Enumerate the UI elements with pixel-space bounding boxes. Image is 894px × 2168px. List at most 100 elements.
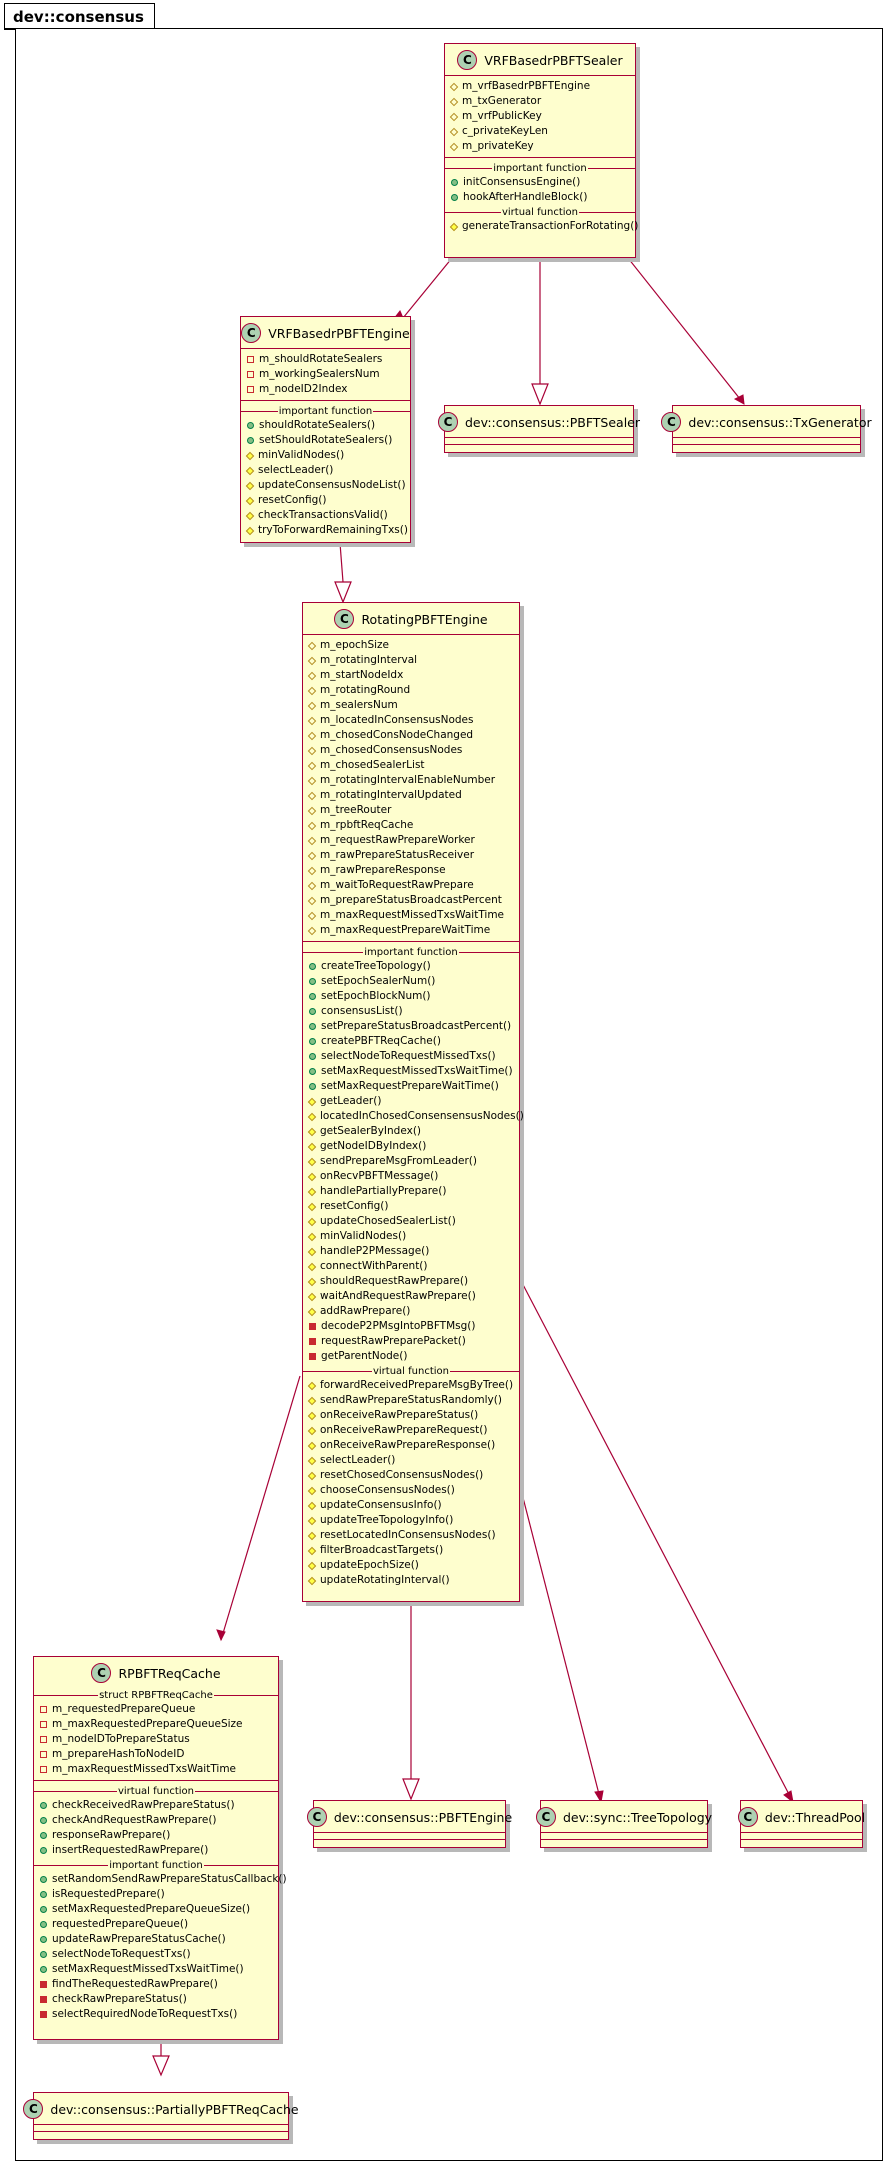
class-member: m_privateKey bbox=[449, 139, 631, 154]
protected-visibility-icon bbox=[307, 1441, 317, 1450]
member-text: m_sealersNum bbox=[320, 699, 398, 711]
class-member: requestedPrepareQueue() bbox=[40, 1917, 274, 1932]
private-visibility-icon bbox=[40, 1981, 47, 1988]
member-text: connectWithParent() bbox=[320, 1260, 428, 1272]
member-text: m_waitToRequestRawPrepare bbox=[320, 879, 474, 891]
public-visibility-icon bbox=[40, 1802, 47, 1809]
protected-visibility-icon bbox=[449, 222, 459, 231]
private-visibility-icon bbox=[309, 1353, 316, 1360]
public-visibility-icon bbox=[40, 1832, 47, 1839]
member-text: m_rawPrepareStatusReceiver bbox=[320, 849, 475, 861]
member-text: m_epochSize bbox=[320, 639, 390, 651]
class-name: dev::sync::TreeTopology bbox=[562, 1809, 713, 1825]
member-text: setShouldRotateSealers() bbox=[259, 434, 393, 446]
member-text: m_chosedConsNodeChanged bbox=[320, 729, 474, 741]
protected-visibility-icon bbox=[307, 1426, 317, 1435]
member-text: onRecvPBFTMessage() bbox=[320, 1170, 439, 1182]
class-member: minValidNodes() bbox=[245, 448, 406, 463]
protected-visibility-icon bbox=[307, 641, 317, 650]
section-separator: virtual function bbox=[303, 1365, 519, 1377]
member-text: m_rawPrepareResponse bbox=[320, 864, 446, 876]
private-visibility-icon bbox=[247, 371, 254, 378]
class-member: updateTreeTopologyInfo() bbox=[307, 1513, 515, 1528]
protected-visibility-icon bbox=[449, 142, 459, 151]
protected-visibility-icon bbox=[307, 1202, 317, 1211]
member-text: initConsensusEngine() bbox=[463, 176, 581, 188]
private-visibility-icon bbox=[40, 1766, 47, 1773]
member-text: selectNodeToRequestMissedTxs() bbox=[321, 1050, 496, 1062]
member-text: selectRequiredNodeToRequestTxs() bbox=[52, 2008, 238, 2020]
member-text: setMaxRequestMissedTxsWaitTime() bbox=[52, 1963, 244, 1975]
separator-label: important function bbox=[108, 1860, 204, 1871]
member-text: m_rotatingIntervalUpdated bbox=[320, 789, 462, 801]
protected-visibility-icon bbox=[307, 1112, 317, 1121]
class-member: m_chosedConsNodeChanged bbox=[307, 728, 515, 743]
class-member: m_chosedSealerList bbox=[307, 758, 515, 773]
class-member: locatedInChosedConsensensusNodes() bbox=[307, 1109, 524, 1124]
member-text: m_workingSealersNum bbox=[259, 368, 380, 380]
class-member: requestRawPreparePacket() bbox=[309, 1334, 515, 1349]
class-member: selectRequiredNodeToRequestTxs() bbox=[40, 2007, 274, 2022]
class-member: selectNodeToRequestTxs() bbox=[40, 1947, 274, 1962]
class-member: setMaxRequestMissedTxsWaitTime() bbox=[40, 1962, 274, 1977]
member-text: m_vrfBasedrPBFTEngine bbox=[462, 80, 591, 92]
section-separator: virtual function bbox=[445, 206, 635, 218]
class-member: waitAndRequestRawPrepare() bbox=[307, 1289, 515, 1304]
class-member: m_maxRequestMissedTxsWaitTime bbox=[307, 908, 515, 923]
member-text: getSealerByIndex() bbox=[320, 1125, 422, 1137]
member-text: m_rotatingRound bbox=[320, 684, 411, 696]
protected-visibility-icon bbox=[307, 776, 317, 785]
class-member: updateConsensusNodeList() bbox=[245, 478, 406, 493]
class-member: setPrepareStatusBroadcastPercent() bbox=[309, 1019, 515, 1034]
member-text: selectNodeToRequestTxs() bbox=[52, 1948, 191, 1960]
public-visibility-icon bbox=[309, 963, 316, 970]
private-visibility-icon bbox=[40, 1706, 47, 1713]
protected-visibility-icon bbox=[307, 1217, 317, 1226]
class-member: insertRequestedRawPrepare() bbox=[40, 1843, 274, 1858]
class-member: selectLeader() bbox=[307, 1453, 515, 1468]
member-text: m_privateKey bbox=[462, 140, 534, 152]
protected-visibility-icon bbox=[307, 1531, 317, 1540]
member-text: handlePartiallyPrepare() bbox=[320, 1185, 447, 1197]
protected-visibility-icon bbox=[307, 1172, 317, 1181]
protected-visibility-icon bbox=[307, 1381, 317, 1390]
member-text: addRawPrepare() bbox=[320, 1305, 411, 1317]
member-text: resetConfig() bbox=[320, 1200, 389, 1212]
member-text: m_locatedInConsensusNodes bbox=[320, 714, 474, 726]
protected-visibility-icon bbox=[307, 821, 317, 830]
protected-visibility-icon bbox=[307, 1097, 317, 1106]
class-name: dev::consensus::PBFTSealer bbox=[465, 414, 641, 430]
class-member: m_prepareStatusBroadcastPercent bbox=[307, 893, 515, 908]
protected-visibility-icon bbox=[449, 112, 459, 121]
public-visibility-icon bbox=[309, 993, 316, 1000]
public-visibility-icon bbox=[40, 1966, 47, 1973]
separator-label: important function bbox=[492, 163, 588, 174]
separator-label: virtual function bbox=[116, 1786, 195, 1797]
member-text: m_maxRequestMissedTxsWaitTime bbox=[52, 1763, 237, 1775]
member-text: filterBroadcastTargets() bbox=[320, 1544, 444, 1556]
public-visibility-icon bbox=[309, 1008, 316, 1015]
class-member: handlePartiallyPrepare() bbox=[307, 1184, 515, 1199]
class-name: dev::ThreadPool bbox=[764, 1809, 866, 1825]
protected-visibility-icon bbox=[307, 1142, 317, 1151]
protected-visibility-icon bbox=[307, 806, 317, 815]
member-text: m_prepareHashToNodeID bbox=[52, 1748, 185, 1760]
protected-visibility-icon bbox=[307, 686, 317, 695]
class-circle-icon: C bbox=[306, 1807, 327, 1827]
protected-visibility-icon bbox=[307, 851, 317, 860]
protected-visibility-icon bbox=[307, 836, 317, 845]
class-member: resetChosedConsensusNodes() bbox=[307, 1468, 515, 1483]
private-visibility-icon bbox=[247, 386, 254, 393]
class-member: shouldRotateSealers() bbox=[247, 418, 406, 433]
protected-visibility-icon bbox=[245, 511, 255, 520]
protected-visibility-icon bbox=[449, 97, 459, 106]
protected-visibility-icon bbox=[307, 1576, 317, 1585]
class-name: RPBFTReqCache bbox=[118, 1665, 221, 1681]
